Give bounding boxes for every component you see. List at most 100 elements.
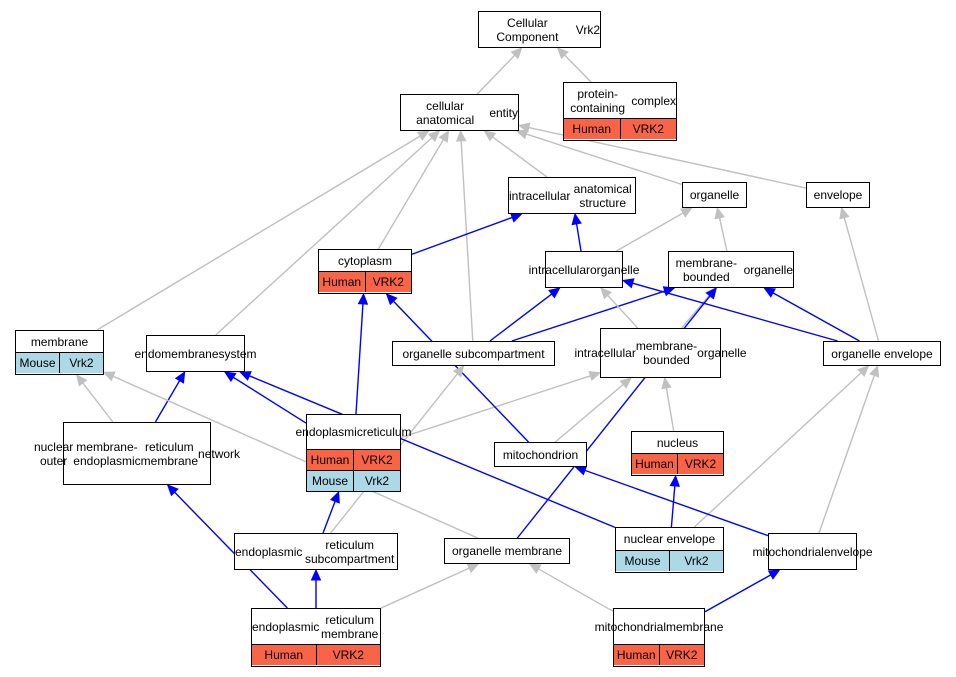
edge-arrowhead (102, 371, 116, 382)
edge-nenv-to-endosys (249, 375, 616, 529)
edge-arrowhead (76, 374, 88, 387)
node-label-line: entity (489, 105, 518, 120)
edge-arrowhead (548, 287, 561, 299)
node-label-line: reticulum (362, 425, 412, 439)
node-label: organelle subcompartment (393, 342, 554, 365)
edge-mmem-to-menv (704, 574, 772, 613)
node-label-line: membrane-endoplasmic (73, 439, 141, 468)
species-cell: Mouse (311, 474, 349, 488)
node-label: protein-containing complex (564, 83, 676, 118)
node-osub[interactable]: organelle subcompartment (392, 341, 555, 366)
node-label-line: nuclear envelope (623, 532, 716, 546)
gene-cell: VRK2 (619, 119, 677, 139)
node-label-line: Cellular Component (496, 15, 559, 44)
node-label-line: organelle membrane (451, 544, 563, 558)
edge-intorg-to-ias (575, 223, 582, 252)
edge-pcc-to-root (564, 54, 592, 83)
node-label-line: endoplasmic (295, 425, 363, 439)
edge-arrowhead (329, 490, 340, 504)
edge-arrowhead (588, 370, 602, 381)
edge-arrowhead (510, 47, 523, 60)
edge-nucleus-to-imbo (665, 387, 675, 432)
node-label-line: envelope (813, 188, 863, 202)
edge-oenv-to-mbo (772, 292, 860, 342)
node-label-line: system (218, 346, 257, 361)
node-envelope[interactable]: envelope (806, 182, 870, 208)
species-cell: Human (310, 453, 350, 467)
species-cell: Human (322, 275, 362, 289)
gene-cell: Vrk2 (59, 353, 103, 373)
edge-arrowhead (574, 465, 588, 476)
edge-cae-to-root (476, 54, 516, 95)
edge-nomer-to-membrane (82, 382, 114, 423)
node-label-line: organelle (590, 262, 640, 277)
node-label: organelle membrane (445, 539, 569, 563)
edge-erm-to-omem (380, 567, 470, 609)
node-label-line: organelle (689, 188, 740, 202)
node-label-line: protein-containing (570, 86, 626, 115)
node-organelle[interactable]: organelle (682, 182, 747, 208)
node-mito[interactable]: mitochondrion (494, 442, 587, 467)
node-label-line: nuclear outer (33, 439, 74, 468)
edge-arrowhead (385, 293, 398, 306)
edge-arrowhead (763, 287, 776, 298)
node-label-line: anatomical structure (573, 181, 632, 210)
edge-arrowhead (174, 370, 186, 384)
edge-nomer-to-endosys (154, 380, 181, 423)
node-label-line: nucleus (656, 435, 699, 450)
edge-arrowhead (416, 130, 430, 141)
node-omem[interactable]: organelle membrane (444, 538, 570, 564)
node-label-line: complex (631, 93, 676, 108)
edge-arrowhead (515, 129, 529, 140)
node-label-line: endomembrane (134, 346, 219, 361)
node-oenv[interactable]: organelle envelope (823, 341, 941, 366)
node-label: organelle (683, 183, 746, 207)
edge-arrowhead (869, 364, 880, 378)
edge-arrowhead (669, 474, 681, 487)
node-label-line: membrane-bounded (675, 255, 737, 284)
node-label: envelope (807, 183, 869, 207)
node-label: nucleus (632, 432, 723, 453)
edge-arrowhead (223, 371, 237, 383)
edge-arrowhead (571, 212, 582, 226)
edge-erm-to-nomer (174, 491, 288, 609)
edge-ersub-to-er (322, 501, 336, 534)
edge-mmem-to-omem (538, 568, 614, 612)
edge-imbo-to-intorg (607, 294, 639, 329)
edge-mbo-to-organelle (718, 217, 728, 252)
node-label-line: endoplasmic (252, 619, 320, 634)
gene-cell: Vrk2 (669, 551, 723, 571)
